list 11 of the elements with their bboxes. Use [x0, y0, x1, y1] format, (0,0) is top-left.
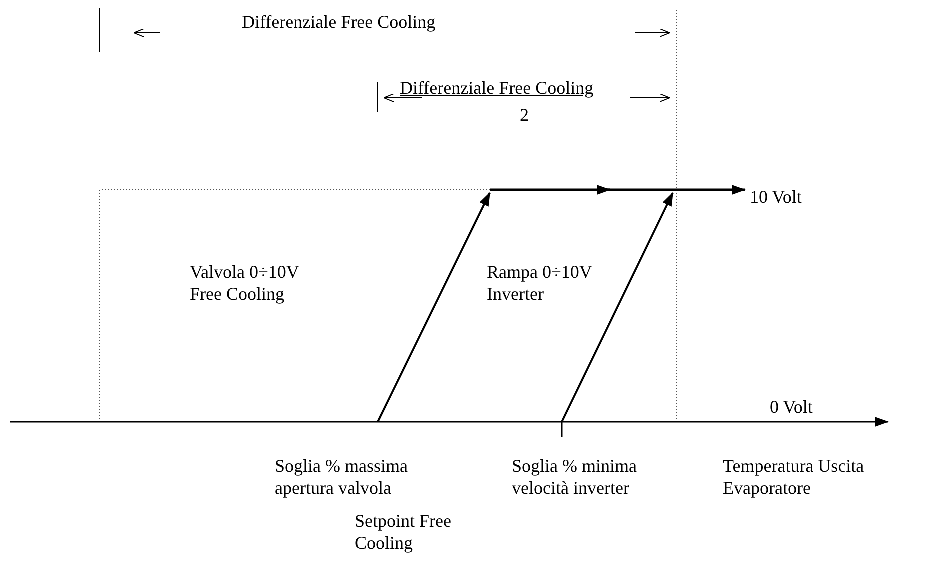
setpoint-label: Setpoint Free Cooling — [355, 510, 452, 554]
threshold-label: Soglia % minima velocità inverter — [512, 455, 638, 499]
threshold-label: Soglia % massima apertura valvola — [275, 455, 409, 499]
dimension-label: Differenziale Free Cooling — [400, 77, 594, 99]
axis-label: Temperatura Uscita Evaporatore — [723, 455, 866, 499]
level-label: 0 Volt — [770, 396, 813, 418]
level-label: 10 Volt — [750, 186, 802, 208]
dimension-label: Differenziale Free Cooling — [242, 11, 436, 33]
area-label: Rampa 0÷10V Inverter — [487, 261, 594, 305]
area-label: Valvola 0÷10V Free Cooling — [190, 261, 300, 305]
dimension-label: 2 — [520, 104, 529, 126]
